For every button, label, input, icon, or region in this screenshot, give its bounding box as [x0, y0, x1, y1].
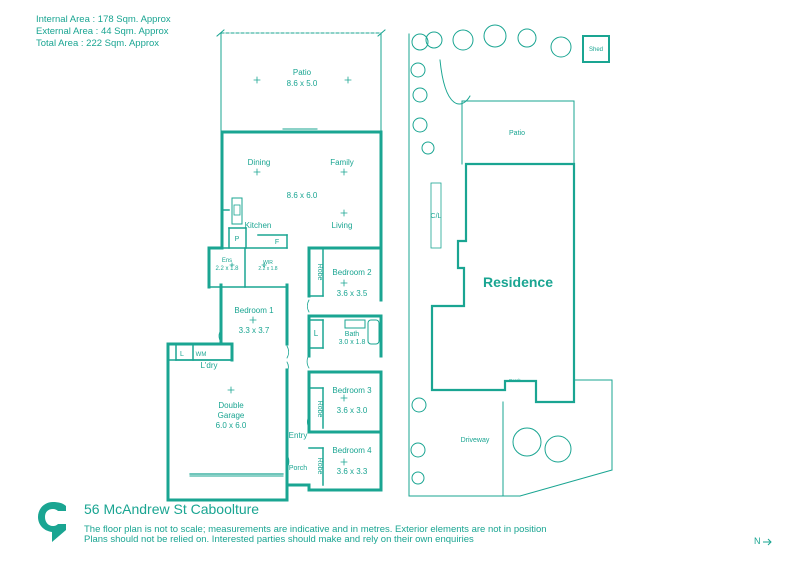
- disclaimer-line-1: The floor plan is not to scale; measurem…: [84, 524, 547, 535]
- bedroom2-size: 3.6 x 3.5: [337, 289, 368, 298]
- ensuite-label: Ens: [222, 258, 232, 264]
- robe2-label: Robe: [316, 264, 323, 281]
- site-boundary: [408, 33, 613, 497]
- laundry-label: L'dry: [200, 361, 217, 370]
- driveway-label: Driveway: [461, 437, 490, 444]
- bedroom4-size: 3.6 x 3.3: [337, 467, 368, 476]
- door-swings: [218, 299, 310, 469]
- wir-label: WIR: [263, 260, 273, 266]
- entry-label: Entry: [289, 431, 308, 440]
- inner-walls: [167, 209, 324, 486]
- trees: [410, 24, 572, 485]
- robe4-label: Robe: [316, 458, 323, 475]
- north-indicator: N: [754, 536, 773, 546]
- area-summary: Internal Area : 178 Sqm. Approx External…: [36, 14, 171, 50]
- wir-size: 2.2 x 1.8: [258, 266, 277, 272]
- kitchen-sink: [233, 204, 241, 216]
- bath-label: Bath: [345, 331, 360, 338]
- dining-label: Dining: [248, 158, 271, 167]
- light-fixtures: [227, 76, 352, 466]
- bedroom3-label: Bedroom 3: [332, 386, 372, 395]
- bath-vanity: [344, 319, 366, 329]
- residence-outline: [430, 162, 576, 404]
- garage-label-2: Garage: [218, 411, 245, 420]
- living-size: 8.6 x 6.0: [287, 191, 318, 200]
- porch-label: Porch: [289, 465, 307, 472]
- linen-label: L: [314, 329, 319, 338]
- bathtub: [367, 319, 380, 345]
- kitchen-bench: [231, 197, 243, 225]
- living-label: Living: [332, 221, 353, 230]
- laundry-linen-label: L: [180, 351, 184, 358]
- bedroom4-label: Bedroom 4: [332, 446, 372, 455]
- kitchen-label: Kitchen: [245, 221, 272, 230]
- robe3-label: Robe: [316, 401, 323, 418]
- bath-size: 3.0 x 1.8: [339, 339, 366, 346]
- total-area: Total Area : 222 Sqm. Approx: [36, 38, 160, 49]
- site-patio-label: Patio: [509, 130, 525, 137]
- garage-label-1: Double: [218, 401, 244, 410]
- disclaimer-line-2: Plans should not be relied on. Intereste…: [84, 534, 474, 545]
- ensuite-size: 2.2 x 1.8: [215, 266, 239, 272]
- c-shape-logo-icon: [38, 502, 66, 542]
- wm-label: WM: [196, 352, 207, 358]
- fridge-label: F: [275, 239, 279, 246]
- site-porch-label: Porch: [509, 378, 521, 383]
- bedroom1-size: 3.3 x 3.7: [239, 326, 270, 335]
- family-label: Family: [330, 158, 354, 167]
- property-address: 56 McAndrew St Caboolture: [84, 501, 260, 517]
- driveway-bottom: [519, 469, 613, 497]
- patio-outline: [216, 29, 386, 133]
- site-patio-outline: [461, 100, 575, 165]
- patio-size: 8.6 x 5.0: [287, 79, 318, 88]
- clothesline: [430, 182, 442, 249]
- bedroom2-label: Bedroom 2: [332, 268, 372, 277]
- external-area: External Area : 44 Sqm. Approx: [36, 26, 169, 37]
- garage-size: 6.0 x 6.0: [216, 421, 247, 430]
- disclaimer: The floor plan is not to scale; measurem…: [84, 525, 547, 545]
- bedroom3-size: 3.6 x 3.0: [337, 406, 368, 415]
- residence-label: Residence: [483, 274, 553, 290]
- bedroom1-label: Bedroom 1: [234, 306, 274, 315]
- north-label: N: [754, 536, 761, 546]
- pantry-label: P: [235, 236, 240, 243]
- internal-area: Internal Area : 178 Sqm. Approx: [36, 14, 171, 25]
- shed-label: Shed: [589, 47, 603, 53]
- shed-outline: [582, 35, 610, 63]
- house-walls: [166, 130, 383, 502]
- cl-label: C/L: [431, 213, 442, 220]
- arrow-right-icon: [763, 538, 772, 545]
- patio-label: Patio: [293, 68, 312, 77]
